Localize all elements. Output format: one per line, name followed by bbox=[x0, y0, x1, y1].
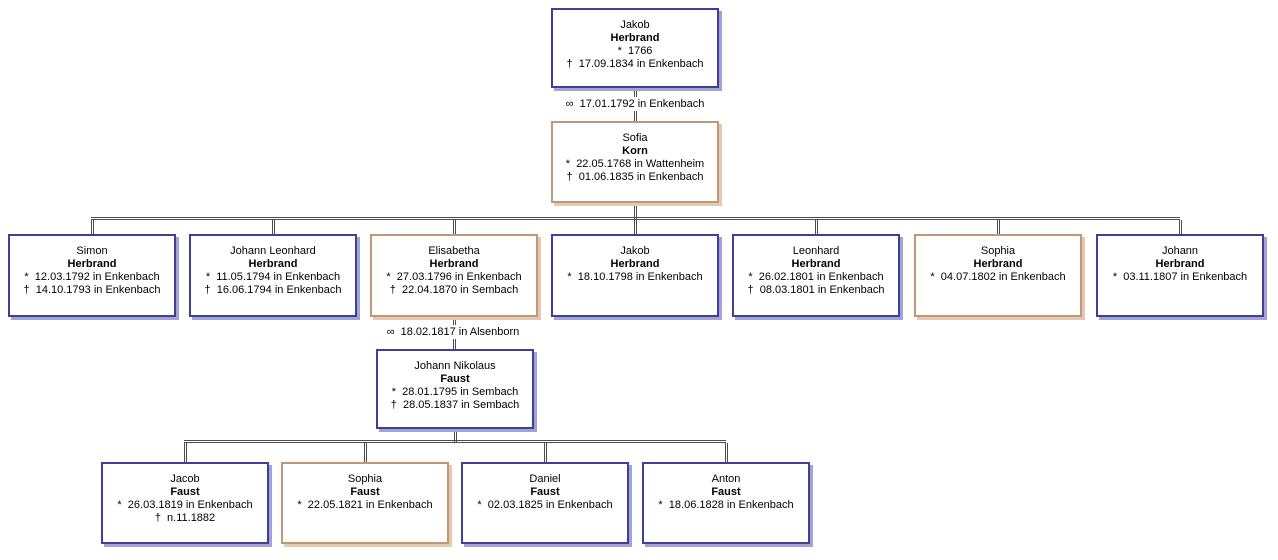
connector-sofia-to-rail bbox=[634, 203, 637, 219]
person-surname: Herbrand bbox=[1155, 258, 1205, 270]
person-death: † 14.10.1793 in Enkenbach bbox=[23, 284, 161, 296]
person-surname: Faust bbox=[711, 486, 741, 498]
person-box-sofia-korn[interactable]: Sofia Korn * 22.05.1768 in Wattenheim † … bbox=[551, 121, 719, 203]
person-box-jakob-herbrand-1766[interactable]: Jakob Herbrand * 1766 † 17.09.1834 in En… bbox=[551, 8, 719, 88]
person-death: † 08.03.1801 in Enkenbach bbox=[747, 284, 885, 296]
connector-faust-to-rail bbox=[454, 429, 457, 442]
person-surname: Faust bbox=[170, 486, 200, 498]
person-box-sophia-herbrand[interactable]: Sophia Herbrand * 04.07.1802 in Enkenbac… bbox=[914, 234, 1082, 317]
person-death: † 22.04.1870 in Sembach bbox=[389, 284, 519, 296]
person-given-name: Johann bbox=[1161, 245, 1199, 257]
person-surname: Herbrand bbox=[429, 258, 479, 270]
person-birth: * 18.10.1798 in Enkenbach bbox=[567, 271, 703, 283]
connector-drop-anton-faust bbox=[725, 443, 728, 462]
person-box-elisabetha-herbrand[interactable]: Elisabetha Herbrand * 27.03.1796 in Enke… bbox=[370, 234, 538, 317]
person-surname: Herbrand bbox=[67, 258, 117, 270]
connector-drop-sophia-faust bbox=[364, 443, 367, 462]
person-given-name: Sofia bbox=[622, 132, 648, 144]
person-box-johann-nikolaus-faust[interactable]: Johann Nikolaus Faust * 28.01.1795 in Se… bbox=[376, 349, 534, 429]
person-given-name: Sophia bbox=[980, 245, 1016, 257]
person-surname: Faust bbox=[350, 486, 380, 498]
person-birth: * 22.05.1821 in Enkenbach bbox=[297, 499, 433, 511]
marriage-label-herbrand-faust: ∞ 18.02.1817 in Alsenborn bbox=[373, 325, 533, 339]
person-box-johann-herbrand[interactable]: Johann Herbrand * 03.11.1807 in Enkenbac… bbox=[1096, 234, 1264, 317]
connector-drop-leonhard bbox=[815, 220, 818, 234]
connector-drop-simon bbox=[91, 220, 94, 234]
person-given-name: Daniel bbox=[529, 473, 561, 485]
person-given-name: Johann Nikolaus bbox=[414, 360, 496, 372]
person-box-simon-herbrand[interactable]: Simon Herbrand * 12.03.1792 in Enkenbach… bbox=[8, 234, 176, 317]
connector-drop-jakob-1798 bbox=[634, 220, 637, 234]
connector-drop-jacob-faust bbox=[184, 443, 187, 462]
person-birth: * 22.05.1768 in Wattenheim bbox=[565, 158, 705, 170]
connector-drop-elisabetha bbox=[453, 220, 456, 234]
person-box-daniel-faust[interactable]: Daniel Faust * 02.03.1825 in Enkenbach bbox=[461, 462, 629, 544]
person-given-name: Jakob bbox=[620, 245, 650, 257]
person-box-jakob-herbrand-1798[interactable]: Jakob Herbrand * 18.10.1798 in Enkenbach bbox=[551, 234, 719, 317]
person-box-johann-leonhard-herbrand[interactable]: Johann Leonhard Herbrand * 11.05.1794 in… bbox=[189, 234, 357, 317]
person-box-leonhard-herbrand[interactable]: Leonhard Herbrand * 26.02.1801 in Enkenb… bbox=[732, 234, 900, 317]
person-given-name: Johann Leonhard bbox=[230, 245, 316, 257]
person-death: † 17.09.1834 in Enkenbach bbox=[566, 58, 704, 70]
person-birth: * 11.05.1794 in Enkenbach bbox=[205, 271, 341, 283]
connector-drop-johann-leonhard bbox=[272, 220, 275, 234]
person-box-sophia-faust[interactable]: Sophia Faust * 22.05.1821 in Enkenbach bbox=[281, 462, 449, 544]
person-box-anton-faust[interactable]: Anton Faust * 18.06.1828 in Enkenbach bbox=[642, 462, 810, 544]
person-given-name: Anton bbox=[711, 473, 741, 485]
person-birth: * 18.06.1828 in Enkenbach bbox=[658, 499, 794, 511]
person-birth: * 03.11.1807 in Enkenbach bbox=[1112, 271, 1248, 283]
person-death: † 16.06.1794 in Enkenbach bbox=[204, 284, 342, 296]
person-surname: Herbrand bbox=[973, 258, 1023, 270]
marriage-label-herbrand-korn: ∞ 17.01.1792 in Enkenbach bbox=[550, 97, 720, 111]
person-given-name: Jacob bbox=[170, 473, 200, 485]
person-surname: Faust bbox=[530, 486, 560, 498]
person-given-name: Simon bbox=[76, 245, 108, 257]
person-surname: Korn bbox=[622, 145, 648, 157]
person-birth: * 26.02.1801 in Enkenbach bbox=[748, 271, 884, 283]
connector-drop-sophia-herbrand bbox=[997, 220, 1000, 234]
person-birth: * 1766 bbox=[617, 45, 653, 57]
person-surname: Herbrand bbox=[248, 258, 298, 270]
person-birth: * 27.03.1796 in Enkenbach bbox=[386, 271, 522, 283]
connector-children-rail-faust bbox=[184, 440, 726, 443]
person-surname: Herbrand bbox=[610, 258, 660, 270]
person-given-name: Leonhard bbox=[792, 245, 840, 257]
person-birth: * 02.03.1825 in Enkenbach bbox=[477, 499, 613, 511]
person-birth: * 04.07.1802 in Enkenbach bbox=[930, 271, 1066, 283]
person-surname: Herbrand bbox=[610, 32, 660, 44]
person-death: † 28.05.1837 in Sembach bbox=[390, 399, 520, 411]
person-birth: * 28.01.1795 in Sembach bbox=[391, 386, 519, 398]
person-death: † n.11.1882 bbox=[154, 512, 216, 524]
connector-children-rail-herbrand bbox=[91, 217, 1180, 220]
person-given-name: Sophia bbox=[347, 473, 383, 485]
person-given-name: Jakob bbox=[620, 19, 650, 31]
person-death: † 01.06.1835 in Enkenbach bbox=[566, 171, 704, 183]
person-given-name: Elisabetha bbox=[428, 245, 480, 257]
person-surname: Herbrand bbox=[791, 258, 841, 270]
person-birth: * 12.03.1792 in Enkenbach bbox=[24, 271, 160, 283]
person-surname: Faust bbox=[440, 373, 470, 385]
person-birth: * 26.03.1819 in Enkenbach bbox=[117, 499, 253, 511]
person-box-jacob-faust[interactable]: Jacob Faust * 26.03.1819 in Enkenbach † … bbox=[101, 462, 269, 544]
connector-drop-daniel-faust bbox=[544, 443, 547, 462]
connector-drop-johann bbox=[1179, 220, 1182, 234]
